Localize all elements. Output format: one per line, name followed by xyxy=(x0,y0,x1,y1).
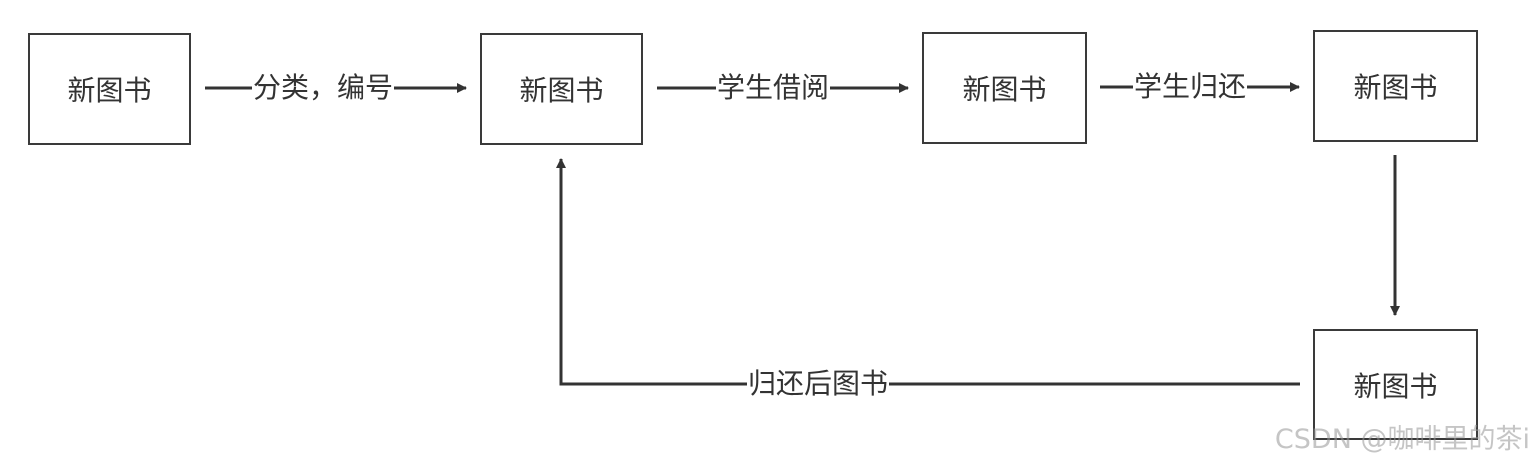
node-new-book-1: 新图书 xyxy=(28,33,191,145)
node-label: 新图书 xyxy=(1353,369,1438,403)
node-new-book-5: 新图书 xyxy=(1313,329,1478,440)
edge-line-loop-back xyxy=(556,158,1300,386)
node-new-book-3: 新图书 xyxy=(922,32,1087,144)
node-label: 新图书 xyxy=(1353,71,1438,104)
node-new-book-2: 新图书 xyxy=(480,33,643,145)
edge-label-return: 学生归还 xyxy=(1133,70,1248,104)
node-new-book-4: 新图书 xyxy=(1313,30,1478,142)
edge-label-borrow: 学生借阅 xyxy=(716,71,831,105)
node-label: 新图书 xyxy=(962,73,1047,106)
node-label: 新图书 xyxy=(67,74,152,107)
node-label: 新图书 xyxy=(519,74,604,107)
edge-label-returned-books: 归还后图书 xyxy=(747,367,890,401)
edge-label-classify: 分类，编号 xyxy=(252,71,395,105)
watermark-text: CSDN @咖啡里的茶i xyxy=(1274,424,1530,455)
